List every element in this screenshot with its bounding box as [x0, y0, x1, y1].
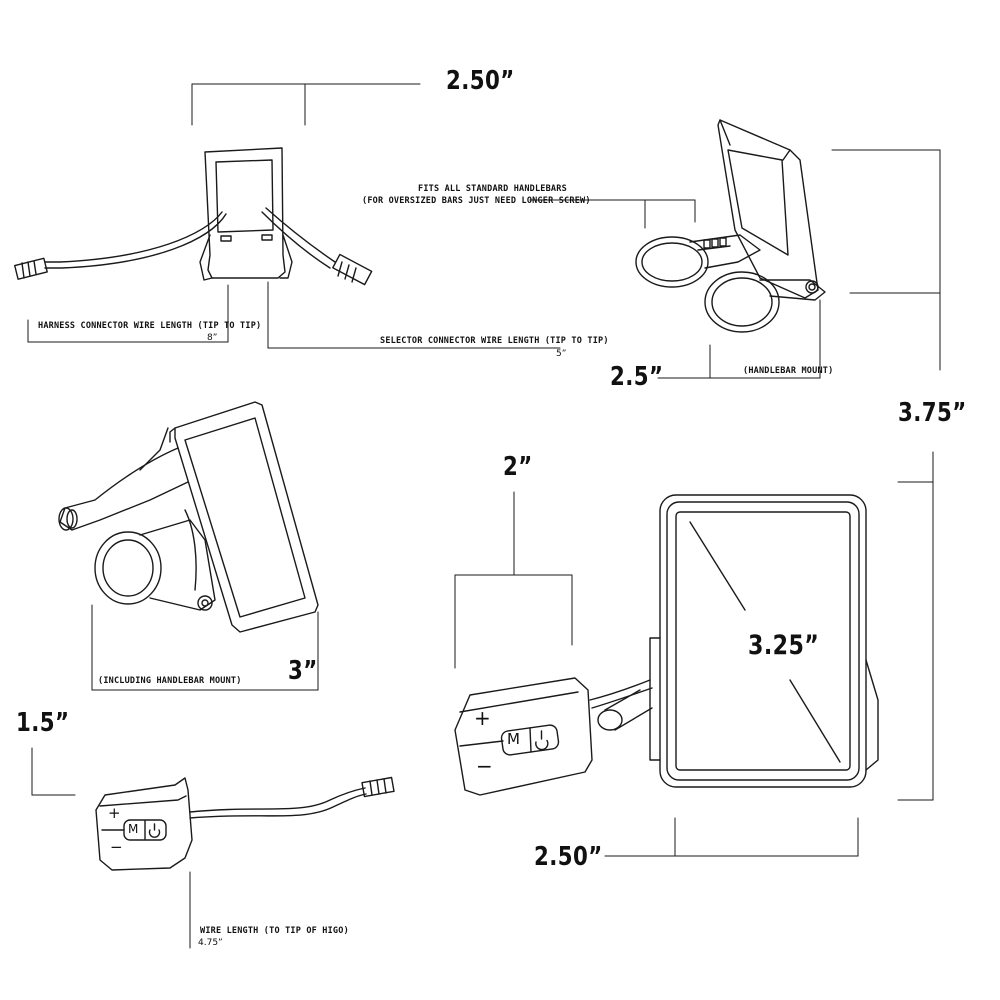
harness-leader: [27, 284, 229, 343]
top-width-label: 2.50”: [446, 66, 515, 96]
fits-leader: [529, 199, 696, 229]
selector-note: SELECTOR CONNECTOR WIRE LENGTH (TIP TO T…: [380, 336, 609, 346]
display-mount-view: [635, 119, 826, 333]
small-remote-mode-icon: M: [128, 822, 139, 836]
display-front-view: [649, 494, 879, 788]
remote-width-label: 2”: [503, 452, 533, 482]
fits-note-line1: FITS ALL STANDARD HANDLEBARS: [418, 184, 567, 194]
wire-length-note: WIRE LENGTH (TO TIP OF HIGO): [200, 926, 349, 936]
top-width-dimension: [191, 83, 421, 126]
display-angled-view: [58, 401, 319, 633]
total-height-upper: [831, 149, 941, 371]
small-remote-height-label: 1.5”: [16, 708, 70, 738]
total-height-lower: [897, 451, 934, 801]
screen-diagonal-label: 3.25”: [748, 630, 820, 661]
including-mount-note: (INCLUDING HANDLEBAR MOUNT): [98, 676, 242, 686]
small-remote-plus-icon: +: [108, 804, 121, 822]
large-remote-minus-icon: −: [476, 754, 493, 778]
harness-value: 8”: [207, 333, 218, 343]
small-remote: [95, 776, 395, 871]
handlebar-mount-note: (HANDLEBAR MOUNT): [743, 366, 834, 376]
total-height-label: 3.75”: [898, 398, 967, 428]
large-remote-mode-icon: M: [507, 730, 520, 748]
mount-height-dimension: [657, 299, 821, 379]
remote-width-dimension: [454, 491, 573, 669]
side-height-dimension: [91, 604, 319, 691]
mount-height-label: 2.5”: [610, 362, 664, 392]
display-back-view: [14, 147, 373, 286]
small-remote-dimension: [31, 747, 76, 796]
large-remote-plus-icon: +: [474, 706, 491, 730]
side-height-label: 3”: [288, 656, 318, 686]
bottom-width-label: 2.50”: [534, 842, 603, 872]
fits-note-line2: (FOR OVERSIZED BARS JUST NEED LONGER SCR…: [362, 196, 591, 206]
wire-length-value: 4.75”: [198, 938, 223, 948]
large-remote: [454, 677, 653, 796]
bottom-width-dimension: [604, 817, 859, 857]
selector-leader: [267, 281, 561, 349]
small-remote-minus-icon: −: [110, 838, 123, 856]
harness-note: HARNESS CONNECTOR WIRE LENGTH (TIP TO TI…: [38, 321, 262, 331]
selector-value: 5”: [556, 349, 567, 359]
